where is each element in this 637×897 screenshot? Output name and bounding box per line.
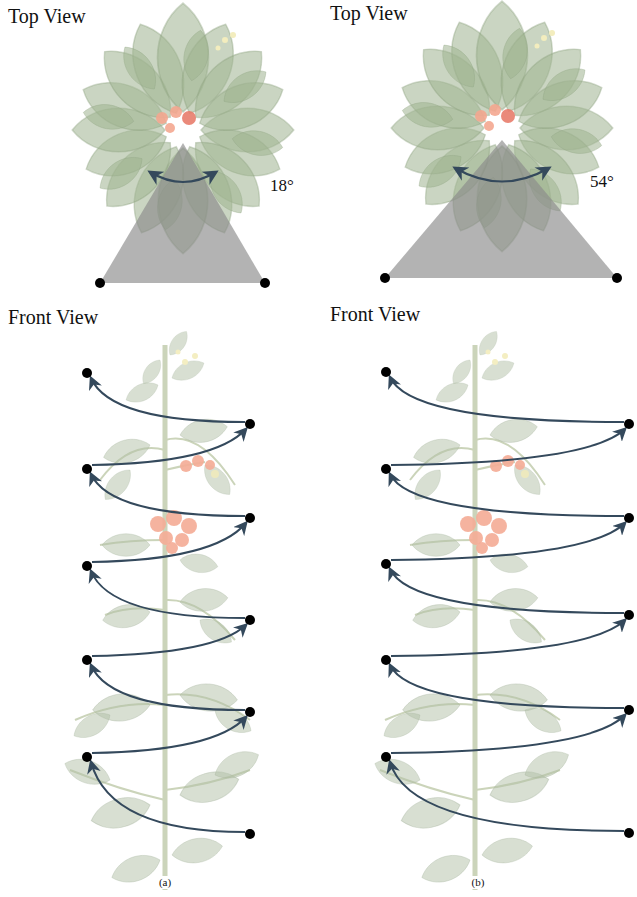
camera-dot bbox=[624, 513, 634, 523]
path-arrow bbox=[391, 620, 625, 656]
camera-dot bbox=[245, 615, 255, 625]
path-arrow bbox=[91, 762, 245, 832]
path-arrow bbox=[91, 571, 245, 618]
path-arrow bbox=[92, 625, 246, 656]
angle-label: 18° bbox=[268, 176, 296, 196]
camera-dot bbox=[260, 278, 270, 288]
path-arrow bbox=[91, 377, 625, 832]
path-arrow bbox=[391, 429, 625, 465]
camera-dot bbox=[381, 655, 391, 665]
plant-front-view bbox=[61, 328, 573, 890]
path-arrow bbox=[91, 474, 245, 516]
camera-dot bbox=[245, 829, 255, 839]
path-arrow bbox=[391, 715, 625, 753]
camera-dot bbox=[624, 610, 634, 620]
path-arrow bbox=[92, 717, 246, 753]
path-arrow bbox=[390, 665, 624, 708]
camera-dot bbox=[82, 368, 92, 378]
camera-dot bbox=[624, 419, 634, 429]
path-arrow bbox=[91, 665, 245, 710]
camera-dot bbox=[82, 561, 92, 571]
view-title: Front View bbox=[6, 306, 100, 329]
subfigure-caption: (a) bbox=[157, 876, 173, 889]
view-title: Top View bbox=[6, 5, 88, 28]
path-arrow bbox=[390, 762, 624, 831]
camera-dot bbox=[381, 464, 391, 474]
path-arrow bbox=[92, 523, 246, 562]
path-arrow bbox=[390, 474, 624, 516]
view-cone bbox=[385, 140, 617, 278]
camera-dot bbox=[624, 705, 634, 715]
camera-dot bbox=[624, 828, 634, 838]
camera-dot bbox=[381, 367, 391, 377]
camera-dot bbox=[380, 273, 390, 283]
subfigure-caption: (b) bbox=[470, 876, 487, 889]
camera-dot bbox=[245, 419, 255, 429]
camera-dot bbox=[82, 464, 92, 474]
camera-dot bbox=[82, 655, 92, 665]
camera-dot bbox=[381, 559, 391, 569]
path-arrow bbox=[92, 429, 246, 465]
path-arrow bbox=[91, 378, 245, 422]
camera-dot bbox=[82, 752, 92, 762]
plant-front-view bbox=[61, 328, 263, 890]
camera-dot bbox=[95, 278, 105, 288]
view-title: Top View bbox=[328, 2, 410, 25]
angle-arc bbox=[455, 168, 549, 182]
camera-dot bbox=[82, 367, 634, 839]
camera-dot bbox=[245, 513, 255, 523]
view-cone bbox=[100, 143, 265, 283]
view-title: Front View bbox=[328, 303, 422, 326]
camera-dot bbox=[612, 273, 622, 283]
angle-arc bbox=[150, 172, 216, 182]
camera-dot bbox=[95, 273, 622, 288]
plant-front-view bbox=[371, 328, 573, 890]
camera-dot bbox=[245, 707, 255, 717]
path-arrow bbox=[390, 377, 624, 422]
camera-dot bbox=[381, 752, 391, 762]
angle-label: 54° bbox=[588, 172, 616, 192]
path-arrow bbox=[390, 569, 624, 613]
path-arrow bbox=[391, 523, 625, 560]
